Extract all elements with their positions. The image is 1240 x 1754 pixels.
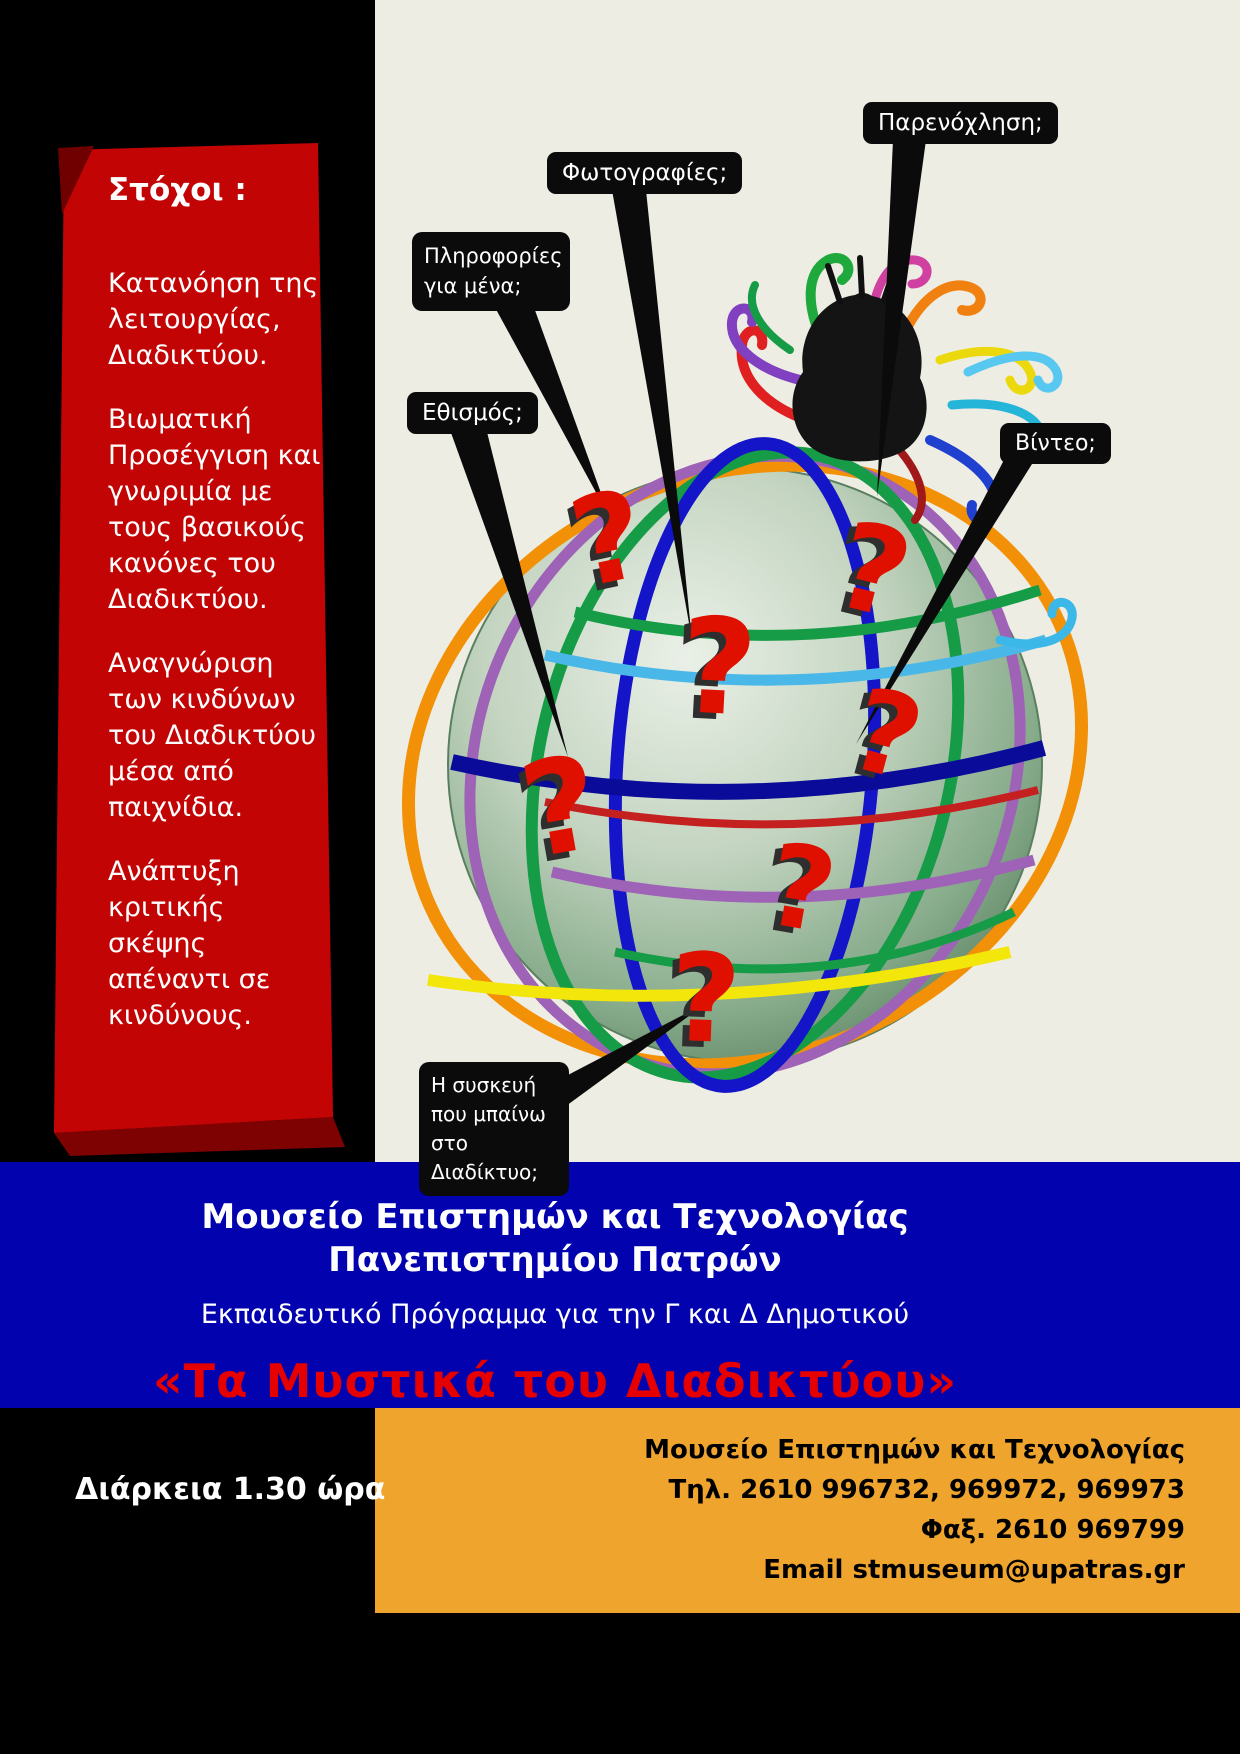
tail-harassment bbox=[877, 140, 926, 497]
contact-line: Μουσείο Επιστημών και Τεχνολογίας bbox=[644, 1435, 1185, 1465]
duration-text: Διάρκεια 1.30 ώρα bbox=[75, 1472, 386, 1507]
callout-tails bbox=[450, 140, 1032, 1106]
tail-addiction bbox=[450, 420, 568, 757]
tail-info bbox=[492, 302, 610, 518]
goal-item: Κατανόηση της λειτουργίας, Διαδικτύου. bbox=[108, 268, 319, 371]
orange-band bbox=[375, 1408, 1240, 1613]
globe-illustration bbox=[401, 437, 1089, 1093]
museum-name-line2: Πανεπιστημίου Πατρών bbox=[328, 1239, 782, 1280]
question-mark: ? bbox=[667, 926, 744, 1072]
contact-line: Email stmuseum@upatras.gr bbox=[763, 1555, 1185, 1585]
program-info: Μουσείο Επιστημών και Τεχνολογίας Πανεπι… bbox=[0, 1196, 1110, 1408]
program-subtitle: Εκπαιδευτικό Πρόγραμμα για την Γ και Δ Δ… bbox=[200, 1299, 910, 1330]
tail-device bbox=[566, 1002, 708, 1106]
tail-photos bbox=[612, 190, 692, 640]
program-title: «Τα Μυστικά του Διαδικτύου» bbox=[152, 1354, 958, 1408]
blue-band: Μουσείο Επιστημών και Τεχνολογίας Πανεπι… bbox=[0, 1162, 1240, 1408]
bottom-black-strip bbox=[0, 1613, 1240, 1754]
goal-item: Ανάπτυξη κριτικής σκέψης απέναντι σε κιν… bbox=[108, 856, 271, 1031]
callout-personal-info: Πληροφορίες για μένα; bbox=[412, 232, 570, 311]
callout-addiction: Εθισμός; bbox=[407, 392, 538, 434]
contact-line: Φαξ. 2610 969799 bbox=[920, 1515, 1185, 1545]
callout-device: Η συσκευή που μπαίνω στο Διαδίκτυο; bbox=[419, 1062, 569, 1196]
museum-name-line1: Μουσείο Επιστημών και Τεχνολογίας bbox=[201, 1197, 909, 1237]
goals-heading: Στόχοι : bbox=[108, 172, 247, 208]
callout-harassment: Παρενόχληση; bbox=[863, 102, 1058, 144]
goals-block: Στόχοι : Κατανόηση της λειτουργίας, Διαδ… bbox=[108, 172, 322, 1062]
contact-block: Μουσείο Επιστημών και Τεχνολογίας Τηλ. 2… bbox=[375, 1430, 1185, 1590]
question-mark: ? bbox=[676, 589, 761, 747]
tail-video bbox=[856, 458, 1032, 744]
goal-item: Βιωματική Προσέγγιση και γνωριμία με του… bbox=[108, 404, 321, 615]
goal-item: Αναγνώριση των κινδύνων του Διαδικτύου μ… bbox=[108, 648, 316, 823]
callout-photos: Φωτογραφίες; bbox=[547, 152, 743, 194]
callout-video: Βίντεο; bbox=[1000, 423, 1111, 464]
red-banner bbox=[54, 143, 345, 1156]
contact-line: Τηλ. 2610 996732, 969972, 969973 bbox=[668, 1475, 1185, 1505]
poster-art bbox=[54, 140, 1089, 1156]
